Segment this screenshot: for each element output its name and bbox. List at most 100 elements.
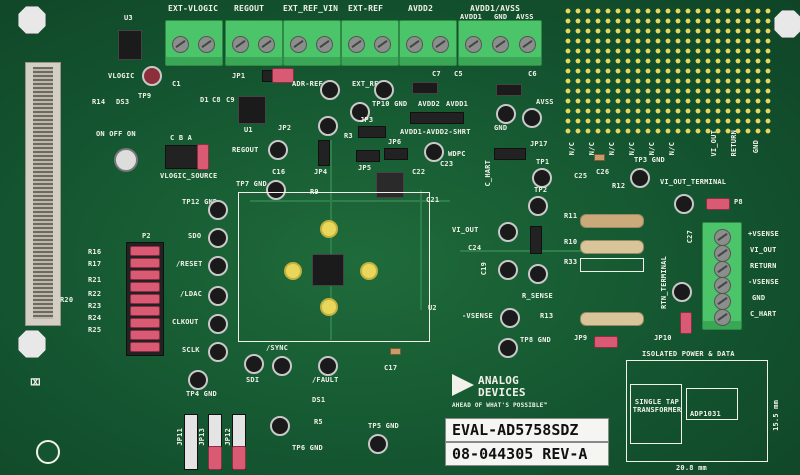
test-point-tp6[interactable] [270, 416, 290, 436]
silk-avdd1-sub: AVDD1 [460, 13, 483, 21]
silk-tp9: TP9 [138, 92, 152, 100]
test-point-tp3[interactable] [630, 168, 650, 188]
silk-avss-sub: AVSS [516, 13, 534, 21]
test-point[interactable] [320, 80, 340, 100]
silk-jp17: JP17 [530, 140, 548, 148]
test-point[interactable] [374, 80, 394, 100]
jp1-jumper[interactable] [272, 68, 294, 83]
test-point-ldac[interactable] [208, 286, 228, 306]
silk-c23: C23 [440, 160, 454, 168]
p2-jumper-4[interactable] [130, 282, 160, 292]
u1-chip [238, 96, 266, 124]
test-point[interactable] [350, 102, 370, 122]
switch-knob[interactable] [114, 148, 138, 172]
trace [330, 140, 332, 340]
silk-vlogic: VLOGIC [108, 72, 135, 80]
silk-u2: U2 [428, 304, 437, 312]
silk-adp1031: ADP1031 [690, 410, 721, 418]
jp10-jumper[interactable] [680, 312, 692, 334]
test-point-tp12[interactable] [208, 200, 228, 220]
test-point-tp8[interactable] [498, 338, 518, 358]
test-point-tp5[interactable] [368, 434, 388, 454]
brand-line1: ANALOG [478, 374, 519, 387]
silk-p8: P8 [734, 198, 743, 206]
silk-avdd1: AVDD1 [446, 100, 469, 108]
terminal-ext-ref[interactable] [341, 20, 399, 66]
test-point-clkout[interactable] [208, 314, 228, 334]
silk-r3: R3 [344, 132, 353, 140]
screw [714, 309, 731, 326]
silk-jp2: JP2 [278, 124, 292, 132]
p2-jumper-1[interactable] [130, 246, 160, 256]
silk-cba: C B A [170, 134, 193, 142]
p2-jumper-3[interactable] [130, 270, 160, 280]
terminal-ext-vlogic[interactable] [165, 20, 223, 66]
screw [198, 36, 215, 53]
silk-ds3: DS3 [116, 98, 130, 106]
silk-nc-4: N/C [628, 142, 636, 156]
test-point-tp2[interactable] [528, 196, 548, 216]
test-point-reset[interactable] [208, 256, 228, 276]
test-point[interactable] [318, 116, 338, 136]
test-point-sync[interactable] [272, 356, 292, 376]
silk-vi-out: VI_OUT [452, 226, 479, 234]
silk-term-vi-out: VI_OUT [750, 246, 777, 254]
test-point-vi-out-terminal[interactable] [674, 194, 694, 214]
p2-jumper-6[interactable] [130, 306, 160, 316]
p8-jumper[interactable] [706, 198, 730, 210]
silk-c26: C26 [596, 168, 610, 176]
terminal-output[interactable] [702, 222, 742, 330]
jp-vi-header [530, 226, 542, 254]
silk-ds1: DS1 [312, 396, 326, 404]
terminal-label-ext-vlogic: EXT-VLOGIC [168, 4, 219, 13]
test-point-sdo[interactable] [208, 228, 228, 248]
test-point-gnd[interactable] [496, 104, 516, 124]
p2-jumper-9[interactable] [130, 342, 160, 352]
silk-avdd2: AVDD2 [418, 100, 441, 108]
test-point-sclk[interactable] [208, 342, 228, 362]
terminal-ext-ref-vin[interactable] [283, 20, 341, 66]
silk-c21: C21 [426, 196, 440, 204]
silk-iso-title: ISOLATED POWER & DATA [642, 350, 735, 358]
test-point[interactable] [424, 142, 444, 162]
resistor-r11 [580, 214, 644, 228]
test-point-tp7[interactable] [266, 180, 286, 200]
test-point-regout[interactable] [268, 140, 288, 160]
vlogic-source-jumper[interactable] [197, 144, 209, 170]
screw [519, 36, 536, 53]
silk-sync: /SYNC [266, 344, 289, 352]
p2-jumper-2[interactable] [130, 258, 160, 268]
esd-mark-icon [36, 440, 60, 464]
test-point-fault[interactable] [318, 356, 338, 376]
silk-gnd-sub: GND [494, 13, 508, 21]
jp9-jumper[interactable] [594, 336, 618, 348]
terminal-avdd1-avss[interactable] [458, 20, 542, 66]
test-point-tp1[interactable] [532, 168, 552, 188]
terminal-regout[interactable] [225, 20, 283, 66]
screw [714, 261, 731, 278]
p2-jumper-5[interactable] [130, 294, 160, 304]
adp1031-outline [686, 388, 738, 420]
test-point-avss[interactable] [522, 108, 542, 128]
test-point-vi-out[interactable] [498, 222, 518, 242]
silk-r10: R10 [564, 238, 578, 246]
test-point[interactable] [528, 264, 548, 284]
screw [714, 293, 731, 310]
silk-return-col: RETURN [730, 130, 738, 157]
test-point-sdi[interactable] [244, 354, 264, 374]
test-point-vsense[interactable] [500, 308, 520, 328]
test-point[interactable] [498, 260, 518, 280]
screw [232, 36, 249, 53]
p2-jumper-7[interactable] [130, 318, 160, 328]
silk-c22: C22 [412, 168, 426, 176]
jp13-jumper[interactable] [208, 446, 222, 470]
trace [250, 200, 450, 202]
p2-jumper-8[interactable] [130, 330, 160, 340]
silk-c1: C1 [172, 80, 181, 88]
terminal-avdd2[interactable] [399, 20, 457, 66]
test-point-rtn[interactable] [672, 282, 692, 302]
jp12-jumper[interactable] [232, 446, 246, 470]
test-point-tp4[interactable] [188, 370, 208, 390]
silk-c19: C19 [480, 262, 488, 276]
silk-c6: C6 [528, 70, 537, 78]
